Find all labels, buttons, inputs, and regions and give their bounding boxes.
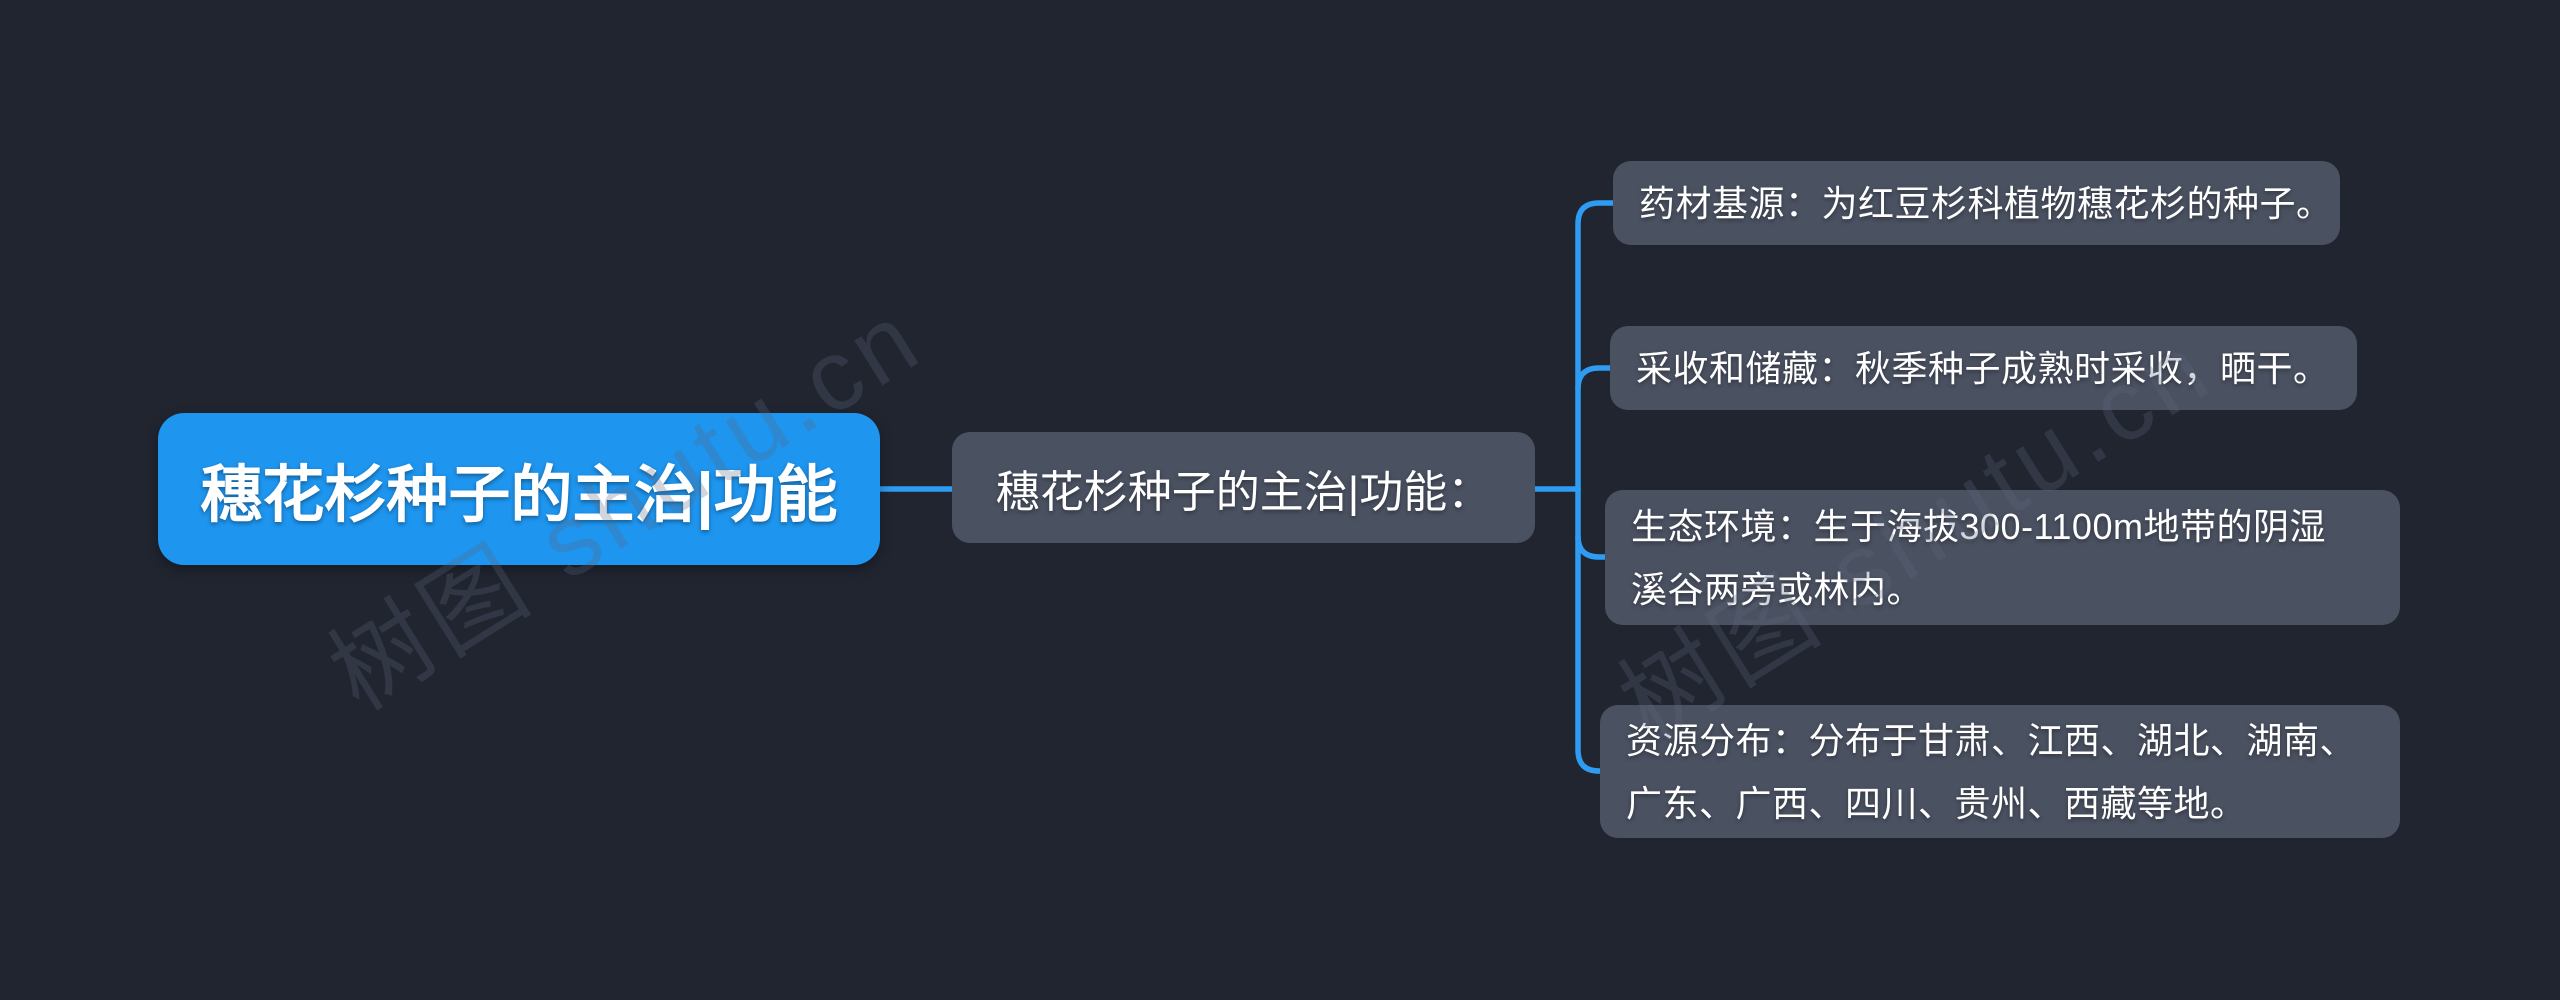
topic-node[interactable]: 穗花杉种子的主治|功能： [952, 432, 1535, 543]
root-node[interactable]: 穗花杉种子的主治|功能 [158, 413, 880, 565]
branch-node-medicinal-source[interactable]: 药材基源：为红豆杉科植物穗花杉的种子。 [1613, 161, 2340, 245]
connector-trunk-to-branch-4 [1575, 486, 1613, 774]
branch-node-label-line-1: 生态环境：生于海拔300-1100m地带的阴湿 [1631, 505, 2326, 547]
branch-node-label-line-1: 资源分布：分布于甘肃、江西、湖北、湖南、 [1626, 719, 2357, 761]
root-node-label: 穗花杉种子的主治|功能 [200, 461, 838, 530]
topic-node-label: 穗花杉种子的主治|功能： [995, 467, 1492, 517]
branch-node-label-line-2: 广东、广西、四川、贵州、西藏等地。 [1626, 782, 2247, 824]
branch-node-distribution[interactable]: 资源分布：分布于甘肃、江西、湖北、湖南、 广东、广西、四川、贵州、西藏等地。 [1600, 705, 2400, 838]
branch-node-label: 采收和储藏：秋季种子成熟时采收，晒干。 [1636, 347, 2330, 389]
branch-node-label-line-2: 溪谷两旁或林内。 [1631, 568, 1924, 610]
branch-node-harvest-storage[interactable]: 采收和储藏：秋季种子成熟时采收，晒干。 [1610, 326, 2357, 410]
branch-node-label: 药材基源：为红豆杉科植物穗花杉的种子。 [1639, 182, 2333, 224]
connector-trunk-to-branch-2 [1575, 365, 1621, 392]
connector-trunk-to-branch-1 [1575, 200, 1623, 492]
branch-node-ecology[interactable]: 生态环境：生于海拔300-1100m地带的阴湿 溪谷两旁或林内。 [1605, 490, 2400, 625]
